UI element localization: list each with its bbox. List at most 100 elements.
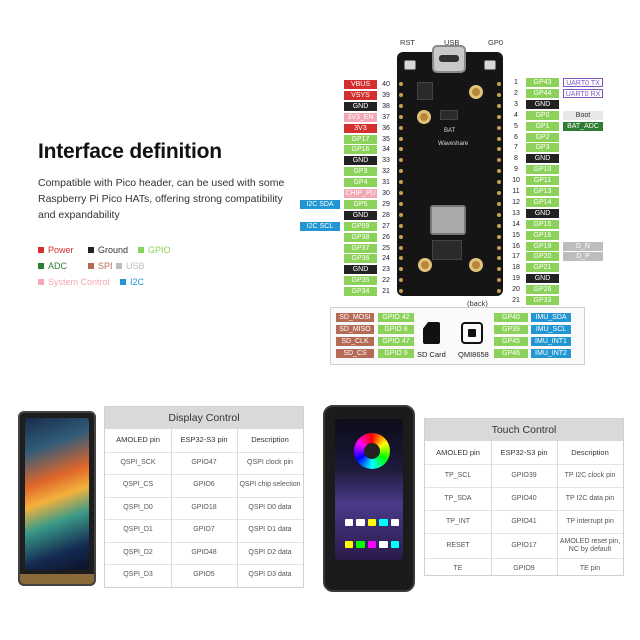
table-divider — [171, 429, 172, 587]
pin-number: 15 — [512, 231, 520, 239]
table-header-cell: AMOLED pin — [436, 447, 480, 457]
legend-label: ADC — [48, 261, 68, 271]
table-cell: GPIO41 — [511, 517, 537, 525]
table-cell: TP_SDA — [444, 494, 472, 502]
table-header-cell: ESP32-S3 pin — [180, 435, 228, 445]
legend-swatch — [116, 263, 122, 269]
rst-label: RST — [400, 38, 415, 47]
header-hole — [399, 147, 403, 152]
header-hole — [399, 82, 403, 86]
back-label: (back) — [467, 299, 488, 308]
table-cell: QSPI_SCK — [120, 458, 156, 466]
usb-c-port — [432, 45, 466, 73]
table-divider — [105, 541, 303, 543]
color-wheel-icon — [354, 433, 390, 469]
pin-function-label: D_P — [563, 252, 603, 262]
imu-gpio-label: GP45 — [494, 337, 528, 346]
header-hole — [399, 201, 403, 206]
header-hole — [399, 223, 403, 228]
pin-number: 17 — [512, 253, 520, 261]
sd-gpio-label: GPIO 9 — [378, 349, 414, 358]
header-hole — [399, 180, 403, 185]
pin-number: 36 — [382, 124, 390, 132]
table-divider — [491, 441, 492, 575]
table-divider — [425, 487, 623, 488]
pin-number: 1 — [514, 79, 518, 86]
table-cell: GPIO40 — [511, 494, 537, 502]
table-cell: GPIO6 — [193, 481, 215, 489]
pin-number: 10 — [512, 177, 520, 185]
pin-label: GP17 — [344, 134, 377, 144]
header-hole — [399, 289, 403, 294]
imu-gpio-label: GP39 — [494, 325, 528, 334]
imu-gpio-label: GP40 — [494, 313, 528, 322]
sd-signal-label: SD_CS — [336, 349, 374, 358]
table-cell: TP I2C clock pin — [564, 471, 616, 479]
pin-label: GP35 — [344, 276, 377, 286]
pin-label: GP37 — [344, 243, 377, 253]
header-hole — [497, 103, 501, 108]
pin-number: 33 — [382, 157, 390, 165]
pin-function-label: Boot — [563, 110, 603, 120]
table-divider — [105, 519, 303, 520]
table-cell: GPIO9 — [513, 565, 535, 572]
header-hole — [399, 212, 403, 217]
pin-number: 16 — [512, 242, 520, 250]
header-hole — [399, 278, 403, 283]
pin-label: GND — [526, 274, 559, 284]
sd-slot — [430, 205, 466, 235]
header-hole — [497, 180, 501, 185]
device-screen — [335, 419, 403, 560]
pin-function-label: UART0 RX — [563, 88, 603, 98]
description-text: Compatible with Pico header, can be used… — [38, 177, 285, 221]
brand-text: Waveshare — [438, 141, 469, 147]
legend-swatch — [38, 279, 44, 285]
pin-label: GP2 — [526, 132, 559, 142]
pin-function-label: I2C SCL — [300, 221, 340, 231]
imu-caption: QMI8658 — [458, 350, 489, 359]
table-cell: TP_INT — [445, 517, 471, 525]
header-hole — [497, 125, 501, 130]
page-title: Interface definition — [38, 140, 222, 163]
table-cell: GPIO48 — [191, 548, 217, 556]
table-divider — [557, 441, 558, 575]
header-hole — [497, 92, 501, 97]
table-cell: AMOLED reset pin, NC by default — [559, 537, 621, 553]
mount-hole-4 — [469, 258, 483, 272]
header-hole — [497, 147, 501, 152]
imu-signal-label: IMU_SDA — [531, 313, 571, 322]
pin-number: 31 — [382, 179, 390, 187]
pin-label: GP21 — [526, 263, 559, 273]
header-hole — [399, 234, 403, 239]
table-cell: QSPI_D2 — [123, 548, 153, 556]
table-cell: QSPI_D1 — [123, 526, 153, 534]
table-cell: QSPI D1 data — [248, 526, 292, 534]
table-divider — [425, 510, 623, 511]
table-header-cell: Description — [571, 447, 609, 457]
pin-number: 3 — [514, 100, 518, 108]
sd-gpio-label: GPIO 8 — [378, 325, 414, 334]
pin-label: GP5 — [344, 199, 377, 209]
header-hole — [497, 234, 501, 239]
header-hole — [399, 256, 403, 261]
pin-function-label: D_N — [563, 241, 603, 251]
pin-number: 13 — [512, 209, 520, 217]
table-divider — [237, 429, 238, 587]
swatch-row — [345, 519, 400, 526]
header-hole — [497, 136, 501, 141]
sd-signal-label: SD_MOSI — [336, 313, 374, 322]
boot-button — [484, 60, 496, 70]
pin-number: 32 — [382, 168, 390, 176]
pin-number: 19 — [512, 275, 520, 283]
table-cell: GPIO18 — [191, 503, 217, 511]
legend-item: USB — [116, 261, 145, 271]
table-cell: TP_SCL — [444, 471, 472, 479]
